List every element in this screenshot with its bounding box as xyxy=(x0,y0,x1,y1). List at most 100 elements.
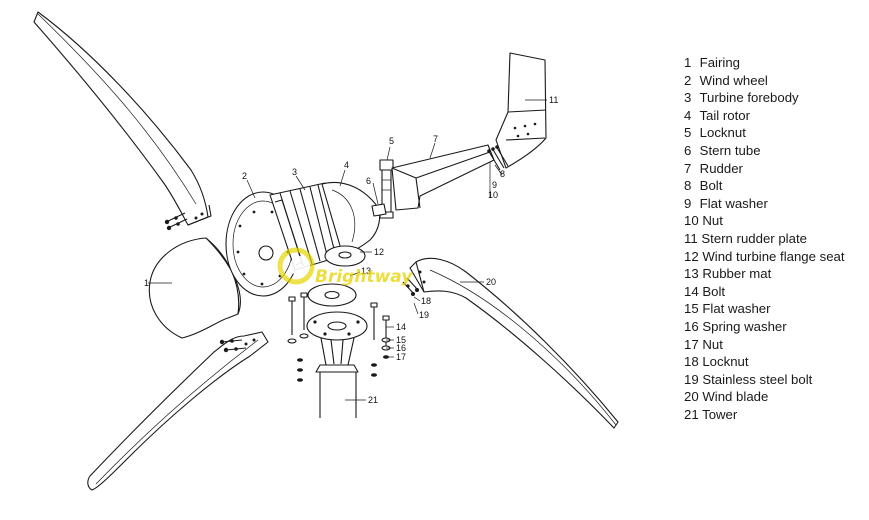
legend-number: 1 xyxy=(684,55,692,70)
turbine-forebody: 3 xyxy=(269,167,346,271)
svg-text:4: 4 xyxy=(344,160,349,170)
svg-text:10: 10 xyxy=(488,190,498,200)
legend-item-8: 8 Bolt xyxy=(684,177,869,195)
svg-text:18: 18 xyxy=(421,296,431,306)
stern-rudder-plate: 11 xyxy=(495,52,558,169)
flange-seat: 12 xyxy=(324,245,384,267)
legend-label: Nut xyxy=(702,213,723,229)
svg-text:7: 7 xyxy=(433,134,438,144)
svg-text:11: 11 xyxy=(549,95,558,105)
legend-item-21: 21 Tower xyxy=(684,406,869,424)
legend-label: Rudder xyxy=(699,160,743,176)
legend-label: Stainless steel bolt xyxy=(702,371,813,387)
blade-upper-left xyxy=(33,11,212,226)
blade-bolts-lower xyxy=(219,339,247,353)
legend-label: Flat washer xyxy=(699,195,768,211)
legend-number: 5 xyxy=(684,125,692,141)
legend-number: 12 xyxy=(684,248,699,264)
flange-bolts-left xyxy=(287,292,309,382)
legend-item-15: 15 Flat washer xyxy=(684,300,869,318)
svg-text:3: 3 xyxy=(292,167,297,177)
legend-number: 16 xyxy=(684,318,699,334)
legend-label: Stern tube xyxy=(699,142,761,158)
legend-label: Wind blade xyxy=(702,389,769,405)
legend-label: Tower xyxy=(702,406,738,422)
svg-text:13: 13 xyxy=(361,266,371,276)
exploded-view-diagram: 1 2 3 4 5 xyxy=(33,11,619,491)
legend-number: 13 xyxy=(684,266,699,282)
tail-rotor: 4 xyxy=(321,160,381,257)
fairing: 1 xyxy=(144,237,241,339)
svg-text:9: 9 xyxy=(492,180,497,190)
legend-item-5: 5 Locknut xyxy=(684,124,869,142)
legend-number: 8 xyxy=(684,178,692,194)
tower: 21 xyxy=(306,311,378,418)
svg-text:6: 6 xyxy=(366,176,371,186)
legend-item-12: 12 Wind turbine flange seat xyxy=(684,248,869,266)
legend-number: 15 xyxy=(684,301,699,317)
legend-number: 20 xyxy=(684,389,699,405)
legend-number: 17 xyxy=(684,336,699,352)
legend-item-2: 2 Wind wheel xyxy=(684,72,869,90)
rubber-mat: 13 xyxy=(307,266,371,307)
rudder: 7 xyxy=(391,134,495,211)
svg-text:15: 15 xyxy=(396,335,406,345)
legend-item-3: 3 Turbine forebody xyxy=(684,89,869,107)
legend-number: 11 xyxy=(684,230,698,246)
legend-number: 4 xyxy=(684,107,692,123)
legend-label: Bolt xyxy=(699,178,723,194)
watermark-text: Brightway xyxy=(315,267,413,287)
legend-item-4: 4 Tail rotor xyxy=(684,107,869,125)
legend-number: 2 xyxy=(684,72,692,88)
legend-number: 7 xyxy=(684,160,692,176)
legend-number: 18 xyxy=(684,354,699,370)
legend-label: Locknut xyxy=(702,354,749,370)
svg-text:20: 20 xyxy=(486,277,496,287)
blade-lower-left xyxy=(87,331,269,491)
rudder-fasteners: 8 9 10 xyxy=(487,145,509,200)
svg-text:12: 12 xyxy=(374,247,384,257)
blade-right: 20 xyxy=(409,257,619,429)
svg-text:16: 16 xyxy=(396,343,406,353)
legend-number: 9 xyxy=(684,195,692,211)
legend-item-13: 13 Rubber mat xyxy=(684,265,869,283)
blade-bolts-right: 18 19 xyxy=(402,277,431,320)
svg-text:8: 8 xyxy=(500,169,505,179)
flange-bolts-right: 14 15 16 17 xyxy=(370,302,406,377)
blade-bolts-upper xyxy=(164,212,188,231)
legend-number: 21 xyxy=(684,406,699,422)
legend-label: Wind wheel xyxy=(699,72,768,88)
legend-item-1: 1 Fairing xyxy=(684,54,869,72)
svg-text:5: 5 xyxy=(389,136,394,146)
legend-item-16: 16 Spring washer xyxy=(684,318,869,336)
svg-text:1: 1 xyxy=(144,278,149,288)
legend-item-17: 17 Nut xyxy=(684,336,869,354)
legend-number: 10 xyxy=(684,213,699,229)
svg-text:2: 2 xyxy=(242,171,247,181)
legend-item-10: 10 Nut xyxy=(684,212,869,230)
legend-item-19: 19 Stainless steel bolt xyxy=(684,371,869,389)
legend-item-9: 9 Flat washer xyxy=(684,195,869,213)
legend-item-7: 7 Rudder xyxy=(684,160,869,178)
svg-text:17: 17 xyxy=(396,352,406,362)
legend-number: 19 xyxy=(684,371,699,387)
stern-tube: 6 xyxy=(366,176,387,217)
legend-label: Flat washer xyxy=(702,301,771,317)
legend-label: Nut xyxy=(702,336,723,352)
legend-item-20: 20 Wind blade xyxy=(684,388,869,406)
legend-label: Wind turbine flange seat xyxy=(702,248,845,264)
legend-label: Bolt xyxy=(702,283,726,299)
legend-label: Locknut xyxy=(699,125,746,141)
legend-label: Fairing xyxy=(699,55,740,70)
legend-label: Spring washer xyxy=(702,318,787,334)
legend-label: Rubber mat xyxy=(702,266,772,282)
watermark-logo: Brightway xyxy=(277,247,413,287)
svg-text:21: 21 xyxy=(368,395,378,405)
legend-label: Tail rotor xyxy=(699,107,751,123)
legend-item-11: 11 Stern rudder plate xyxy=(684,230,869,248)
legend-number: 6 xyxy=(684,142,692,158)
legend-item-6: 6 Stern tube xyxy=(684,142,869,160)
legend-label: Turbine forebody xyxy=(699,90,799,106)
svg-text:14: 14 xyxy=(396,322,406,332)
